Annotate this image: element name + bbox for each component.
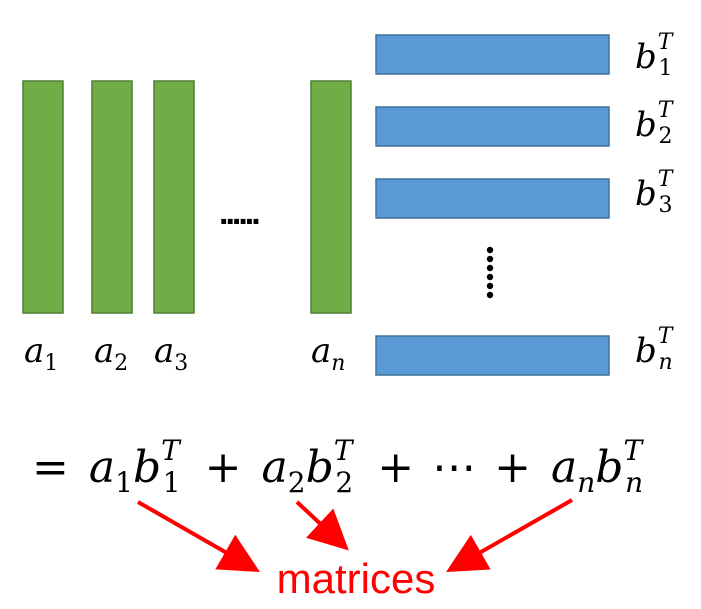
row-vectors — [375, 34, 610, 376]
column-label-a1: a1 — [24, 331, 58, 376]
column-vector-a1 — [22, 80, 64, 314]
column-label-an: an — [311, 331, 345, 376]
column-vector-an — [310, 80, 352, 314]
column-vector-a2 — [91, 80, 133, 314]
column-labels: a1 a2 a3 an — [24, 331, 345, 376]
arrow-term3 — [446, 498, 573, 572]
row-vector-bn — [375, 335, 610, 376]
column-vectors — [22, 80, 352, 314]
horizontal-ellipsis: ...... — [219, 194, 259, 232]
matrices-label: matrices — [277, 555, 436, 602]
arrow-term1 — [137, 500, 260, 572]
arrow-term2 — [295, 500, 349, 551]
row-vector-b2 — [375, 106, 610, 147]
column-vector-a3 — [153, 80, 195, 314]
arrows — [137, 498, 573, 572]
row-vector-b1 — [375, 34, 610, 75]
column-label-a3: a3 — [154, 331, 188, 376]
row-vector-b3 — [375, 178, 610, 219]
column-label-a2: a2 — [94, 331, 128, 376]
vertical-ellipsis — [486, 246, 494, 299]
